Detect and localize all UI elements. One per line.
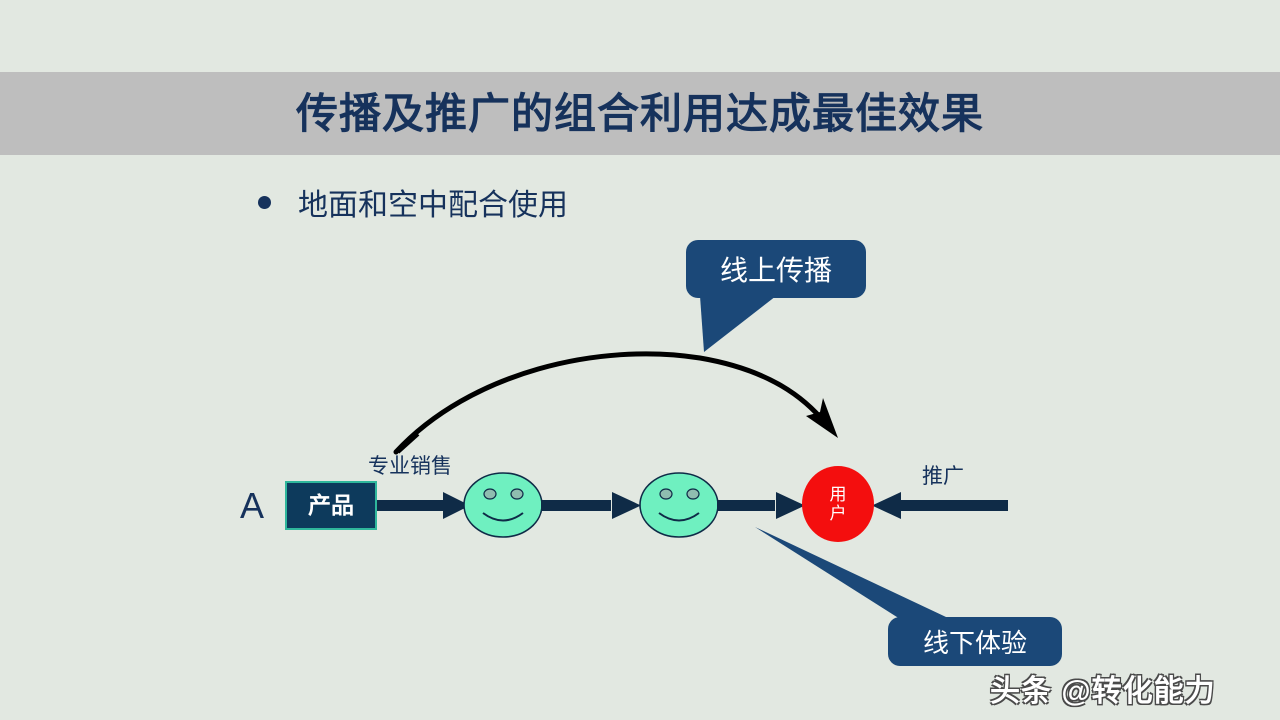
smiley-face-2 — [639, 472, 719, 538]
page-title: 传播及推广的组合利用达成最佳效果 — [295, 90, 984, 137]
start-marker-a: A — [240, 485, 265, 526]
sales-leader-line — [396, 432, 420, 454]
title-band — [0, 72, 1280, 155]
callout-offline: 线下体验 — [888, 617, 1062, 666]
curved-arrow — [393, 351, 838, 455]
arrow-promotion-to-user — [872, 492, 1008, 519]
product-box — [285, 481, 377, 530]
bullet-dot-icon — [258, 195, 271, 209]
promotion-label: 推广 — [922, 465, 964, 488]
user-circle-text: 用 户 — [802, 466, 874, 542]
smiley-face-1 — [463, 472, 543, 538]
callout-offline-tail — [755, 527, 946, 624]
user-label-line2: 户 — [829, 504, 847, 523]
sales-label: 专业销售 — [368, 455, 452, 478]
watermark: 头条 @转化能力 — [990, 675, 1216, 708]
bullet-text: 地面和空中配合使用 — [298, 189, 568, 222]
user-label-line1: 用 — [829, 485, 847, 504]
user-circle — [802, 466, 874, 542]
bullet-row: 地面和空中配合使用 — [258, 180, 568, 224]
arrow-smiley1-to-smiley2 — [541, 492, 641, 519]
arrow-smiley2-to-user — [717, 492, 805, 519]
callout-online: 线上传播 — [686, 240, 866, 298]
product-label: 产品 — [308, 492, 354, 518]
arrow-product-to-smiley1 — [377, 492, 470, 519]
callout-online-tail — [700, 296, 776, 352]
